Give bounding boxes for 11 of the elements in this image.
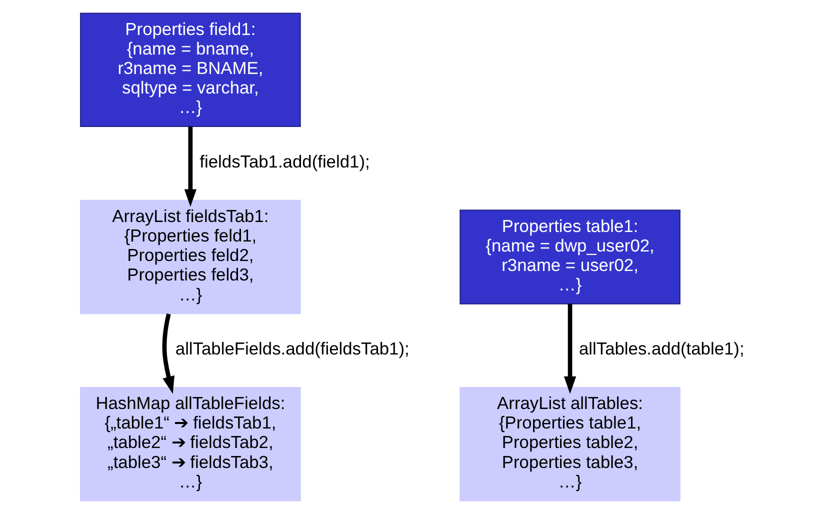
edge-label: fieldsTab1.add(field1); bbox=[199, 151, 370, 172]
arrow bbox=[162, 312, 174, 394]
arrow bbox=[184, 126, 196, 206]
node-box: Properties table1: {name = dwp_user02, r3name = user02, …} bbox=[459, 209, 680, 304]
node-box: HashMap allTableFields: {„table1“ ➔ fieldsTab1, „table2“ ➔ fieldsTab2, „table3“ ➔ fieldsTab3, …} bbox=[80, 386, 300, 501]
node-box: Properties field1: {name = bname, r3name = BNAME, sqltype = varchar, …} bbox=[80, 12, 300, 127]
node-box: ArrayList allTables: {Properties table1, Properties table2, Properties table3, …} bbox=[459, 386, 680, 501]
edge-label: allTableFields.add(fieldsTab1); bbox=[174, 338, 409, 358]
arrow bbox=[563, 303, 576, 394]
edge-label: allTables.add(table1); bbox=[578, 338, 744, 358]
node-box: ArrayList fieldsTab1: {Properties feld1, Properties feld2, Properties feld3, …} bbox=[80, 199, 300, 314]
